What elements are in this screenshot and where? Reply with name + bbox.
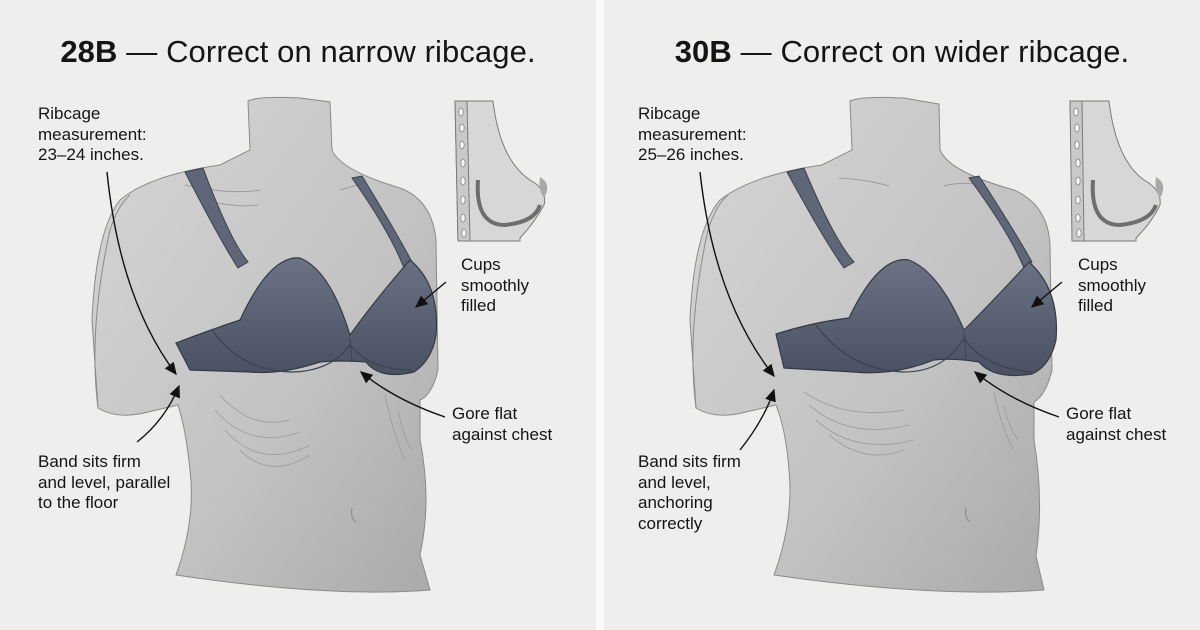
breast-profile-diagram [454, 100, 548, 242]
size-label: 28B [60, 34, 118, 69]
panel-30b: 30B — Correct on wider ribcage. Ribcage … [604, 0, 1200, 630]
ribcage-measurement-label: Ribcage measurement: 23–24 inches. [38, 104, 147, 164]
bra [175, 257, 438, 375]
panel-28b: 28B — Correct on narrow ribcage. Ribcage… [0, 0, 596, 630]
breast-profile-diagram [1069, 100, 1164, 242]
cups-leader-line [414, 281, 447, 308]
gore-leader-line [359, 371, 446, 418]
gore-label: Gore flat against chest [1066, 404, 1167, 444]
band-leader-line [136, 384, 180, 443]
ribcage-leader-line [106, 171, 177, 376]
panel-title: 30B — Correct on wider ribcage. [604, 34, 1200, 70]
title-text: Correct on wider ribcage. [780, 34, 1130, 69]
mannequin-illustration-28b [91, 96, 548, 593]
cups-label: Cups smoothly filled [461, 255, 530, 315]
bra-strap-left [184, 167, 249, 269]
panel-divider [596, 0, 604, 630]
size-label: 30B [674, 34, 732, 69]
title-separator: — [126, 34, 158, 69]
cups-leader-line [1030, 281, 1063, 308]
band-label: Band sits firm and level, anchoring corr… [638, 452, 741, 533]
cups-label: Cups smoothly filled [1078, 255, 1147, 315]
bra-strap-right [968, 175, 1033, 269]
title-text: Correct on narrow ribcage. [166, 34, 536, 69]
ribcage-leader-line [699, 171, 775, 378]
ribcage-measurement-label: Ribcage measurement: 25–26 inches. [638, 104, 747, 164]
bra-strap-left [786, 167, 855, 269]
band-leader-line [739, 388, 776, 451]
gore-leader-line [973, 371, 1060, 418]
mannequin-illustration-30b [689, 96, 1164, 593]
panel-title: 28B — Correct on narrow ribcage. [0, 34, 596, 70]
band-label: Band sits firm and level, parallel to th… [38, 452, 171, 512]
title-separator: — [740, 34, 772, 69]
gore-label: Gore flat against chest [452, 404, 553, 444]
